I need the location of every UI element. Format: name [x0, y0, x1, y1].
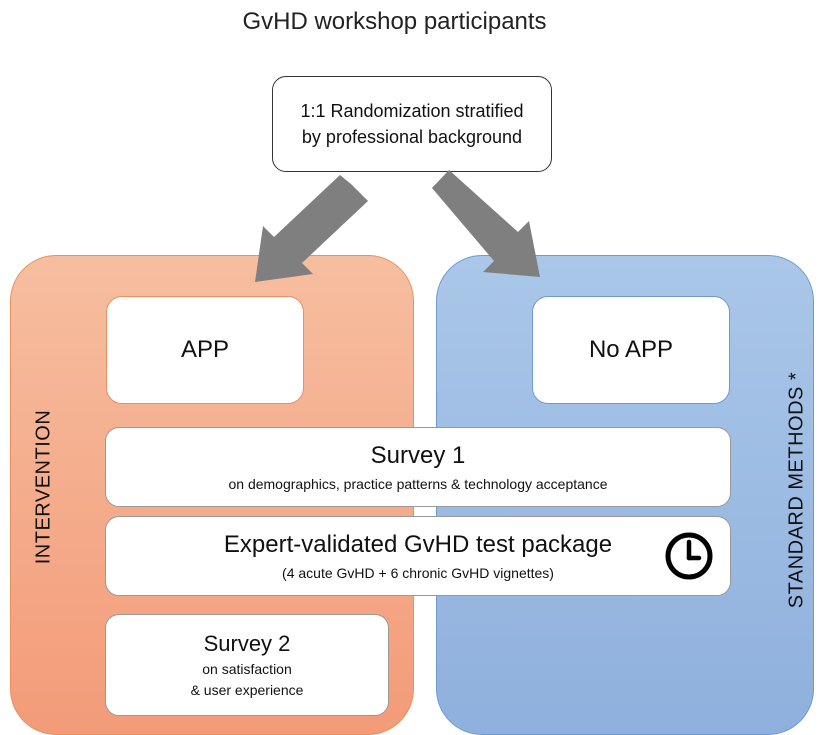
survey-1-box: Survey 1 on demographics, practice patte… — [105, 427, 731, 507]
app-group-box: APP — [106, 296, 304, 404]
survey-1-subtitle: on demographics, practice patterns & tec… — [228, 476, 608, 492]
test-package-title: Expert-validated GvHD test package — [223, 531, 613, 558]
survey-2-title: Survey 2 — [203, 631, 291, 656]
no-app-group-box: No APP — [532, 296, 730, 404]
survey-2-box: Survey 2 on satisfaction & user experien… — [105, 614, 389, 716]
intervention-label: INTERVENTION — [32, 409, 55, 565]
test-package-subtitle: (4 acute GvHD + 6 chronic GvHD vignettes… — [282, 565, 554, 581]
randomization-box: 1:1 Randomization stratified by professi… — [272, 76, 552, 172]
survey-2-line-2: & user experience — [190, 682, 304, 698]
survey-2-line-1: on satisfaction — [202, 661, 292, 677]
survey-1-title: Survey 1 — [370, 442, 466, 469]
arrow-to-no-app — [432, 170, 540, 277]
diagram-title: GvHD workshop participants — [242, 8, 547, 35]
randomization-line-1: 1:1 Randomization stratified — [300, 101, 524, 121]
test-package-box: Expert-validated GvHD test package (4 ac… — [105, 516, 731, 596]
arrow-to-app — [255, 175, 368, 282]
clock-icon — [665, 532, 713, 580]
randomization-line-2: by professional background — [301, 127, 523, 147]
standard-methods-label: STANDARD METHODS * — [785, 371, 808, 609]
